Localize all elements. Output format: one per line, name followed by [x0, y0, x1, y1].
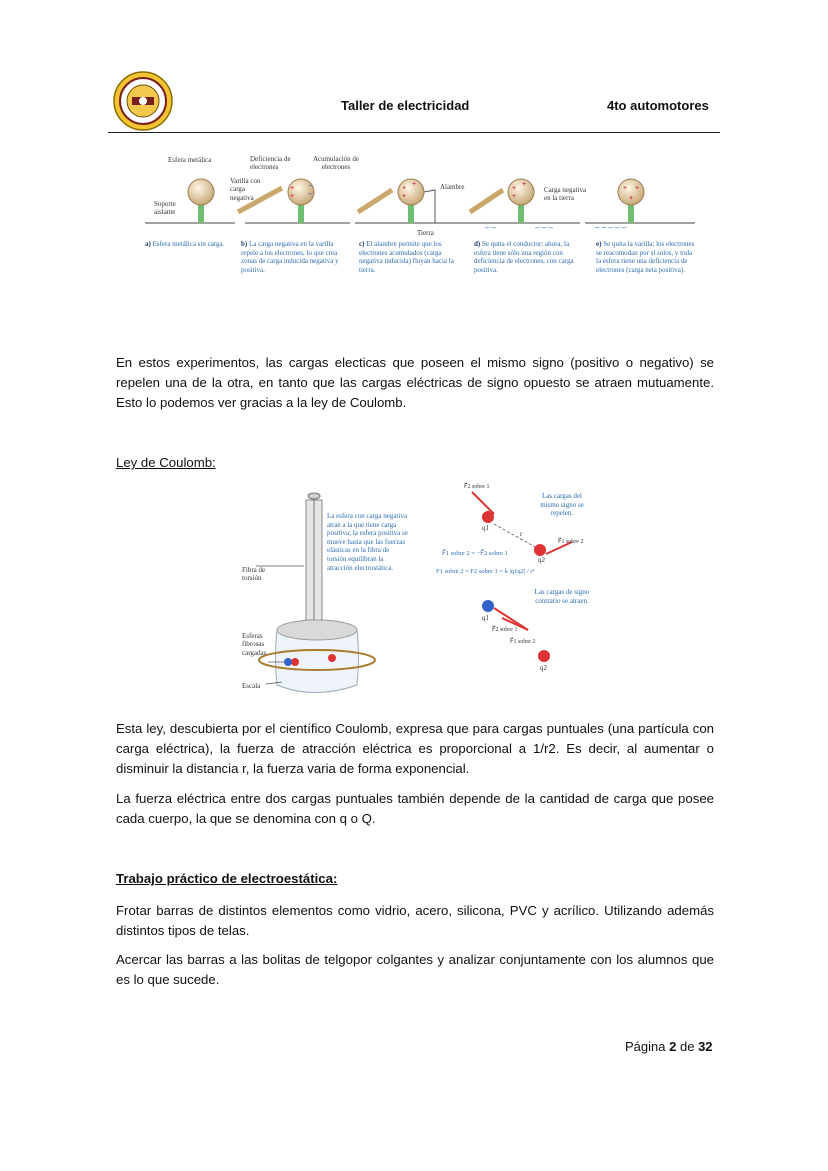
svg-text:+: +	[512, 193, 516, 200]
header-title: Taller de electricidad	[341, 98, 470, 113]
label-same-sign: Las cargas del mismo signo se repelen.	[540, 492, 584, 518]
caption-b: b) La carga negativa en la varilla repel…	[241, 240, 339, 274]
caption-c: c) El alambre permite que los electrones…	[359, 240, 454, 274]
label-f21-bottom: F⃗2 sobre 1	[492, 627, 518, 633]
svg-text:– – –: – – –	[535, 223, 553, 232]
label-q1-top: q1	[482, 524, 489, 532]
label-r-top: r	[520, 530, 523, 538]
paragraph-rub-bars: Frotar barras de distintos elementos com…	[116, 903, 714, 938]
svg-text:+: +	[290, 185, 294, 192]
equation-magnitude: F1 sobre 2 = F2 sobre 1 = k |q1q2| / r²	[436, 568, 535, 575]
svg-text:+: +	[402, 193, 406, 200]
equation-vector: F⃗1 sobre 2 = −F⃗2 sobre 1	[442, 550, 508, 557]
label-negative-ground: Carga negativa en la tierra	[544, 186, 587, 203]
coulomb-figure: La esfera con carga negativa atrae a la …	[232, 480, 602, 705]
label-q2-top: q2	[538, 556, 545, 564]
label-charged-rod: Varilla con carga negativa	[230, 177, 261, 202]
paragraph-coulomb-law: Esta ley, descubierta por el científico …	[116, 721, 714, 776]
svg-text:+: +	[522, 181, 526, 188]
induction-figure: + + – – + + + + + + – – – – – + + + – – …	[140, 150, 700, 310]
label-ground: Tierra	[417, 229, 434, 237]
label-f21-top: F⃗2 sobre 1	[464, 484, 490, 490]
label-metal-sphere: Esfera metálica	[168, 156, 212, 164]
label-electron-deficiency: Deficiencia de electrones	[250, 155, 291, 172]
svg-text:– –: – –	[485, 223, 497, 232]
svg-text:+: +	[290, 193, 294, 200]
svg-text:+: +	[412, 181, 416, 188]
label-wire: Alambre	[440, 183, 465, 191]
label-charged-spheres: Esferas fibrosas cargadas	[242, 632, 267, 657]
header-course: 4to automotores	[607, 98, 709, 113]
svg-text:–: –	[308, 189, 313, 198]
svg-text:+: +	[629, 195, 633, 202]
label-torsion-fiber: Fibra de torsión	[242, 566, 266, 583]
paragraph-experiments: En estos experimentos, las cargas electi…	[116, 355, 714, 410]
svg-text:+: +	[402, 185, 406, 192]
svg-text:– – – – –: – – – – –	[595, 223, 627, 232]
label-electron-accumulation: Acumulación de electrones	[312, 155, 360, 172]
svg-text:+: +	[623, 185, 627, 192]
label-opposite-sign: Las cargas de signo contrario se atraen.	[534, 588, 590, 605]
paragraph-charge-quantity: La fuerza eléctrica entre dos cargas pun…	[116, 791, 714, 826]
label-f12-bottom: F⃗1 sobre 2	[510, 639, 536, 645]
svg-text:+: +	[512, 185, 516, 192]
coulomb-heading: Ley de Coulomb:	[116, 455, 216, 470]
svg-text:+: +	[635, 185, 639, 192]
paragraph-approach-bars: Acercar las barras a las bolitas de telg…	[116, 952, 714, 987]
label-insulating-support: Soporte aislante	[154, 200, 176, 217]
caption-e: e) Se quita la varilla; los electrones s…	[596, 240, 695, 274]
label-scale: Escala	[242, 682, 261, 690]
label-f12-top: F⃗1 sobre 2	[558, 539, 584, 545]
caption-a: a) Esfera metálica sin carga.	[145, 240, 225, 248]
label-q1-bottom: q1	[482, 614, 489, 622]
torsion-description: La esfera con carga negativa atrae a la …	[327, 512, 408, 572]
header-rule	[108, 132, 720, 133]
page-number: Página 2 de 32	[625, 1039, 713, 1054]
svg-text:–: –	[308, 181, 313, 190]
caption-d: d) Se quita el conductor; ahora, la esfe…	[474, 240, 574, 274]
label-q2-bottom: q2	[540, 664, 547, 672]
school-logo	[112, 70, 174, 132]
practical-heading: Trabajo práctico de electroestática:	[116, 871, 338, 886]
